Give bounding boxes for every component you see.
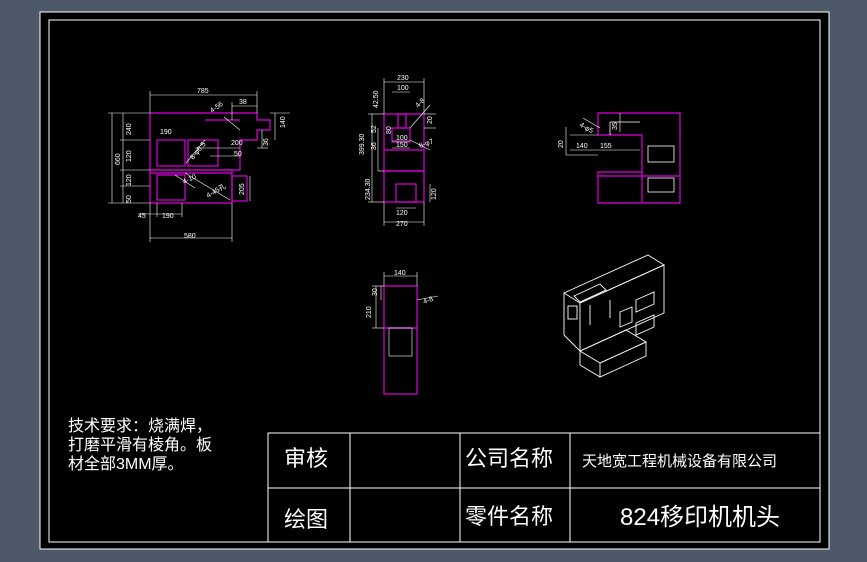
part-label: 零件名称: [465, 504, 553, 529]
dim-35: 35: [612, 122, 619, 130]
drawing-label: 绘图: [284, 507, 328, 532]
dim-80: 80: [386, 126, 393, 134]
front-view: 785 38 4-56 240 140 190 200 36 50 8-φ6.5…: [108, 88, 290, 242]
dim-155: 155: [600, 143, 612, 150]
dim-210: 210: [366, 306, 373, 318]
dim-785: 785: [197, 88, 209, 95]
dim-234: 234.30: [365, 178, 372, 200]
dim-140: 140: [394, 270, 406, 277]
dim-50: 50: [234, 151, 242, 158]
dim-36: 36: [371, 142, 378, 150]
side-view: 230 100 42.50 4-8 20 399.30 52 80 36 100…: [359, 75, 438, 228]
dim-52: 52: [371, 125, 378, 133]
part-value: 824移印机机头: [620, 504, 780, 531]
dim-100-b: 100: [396, 135, 408, 142]
dim-50-b: 50: [126, 195, 133, 203]
review-label: 审核: [284, 446, 328, 471]
company-value: 天地宽工程机械设备有限公司: [582, 453, 777, 470]
dim-580: 580: [184, 233, 196, 240]
technical-notes: 技术要求：烧满焊， 打磨平滑有棱角。板 材全部3MM厚。: [68, 417, 212, 473]
dim-270: 270: [396, 221, 408, 228]
dim-140: 140: [280, 116, 287, 128]
dim-150: 150: [396, 142, 408, 149]
bottom-view: 140 30 210 4-8: [366, 270, 439, 395]
dim-120: 120: [396, 210, 408, 217]
dim-45: 45: [138, 213, 146, 220]
right-view: 4-φ5 35 20 140 155: [558, 112, 681, 204]
dim-190-bottom: 190: [162, 213, 174, 220]
outer-frame: [39, 11, 830, 550]
dim-660: 660: [115, 153, 122, 165]
dim-100: 100: [397, 85, 409, 92]
note-line-2: 打磨平滑有棱角。板: [68, 436, 212, 454]
dim-140: 140: [576, 143, 588, 150]
dim-6x7: 6-φ7: [418, 138, 434, 150]
note-line-1: 技术要求：烧满焊，: [68, 417, 212, 435]
dim-205: 205: [239, 183, 246, 195]
dim-240: 240: [126, 123, 133, 135]
dim-190-top: 190: [160, 129, 172, 136]
isometric-view: [563, 254, 665, 378]
drawing-sheet: [40, 12, 829, 549]
company-label: 公司名称: [465, 446, 553, 471]
dim-230: 230: [397, 75, 409, 82]
title-block: 审核 绘图 公司名称 天地宽工程机械设备有限公司 零件名称 824移印机机头: [267, 432, 821, 543]
dim-42-5: 42.50: [373, 90, 380, 108]
dim-30: 30: [372, 288, 379, 296]
note-line-3: 材全部3MM厚。: [68, 455, 184, 473]
dim-120-v: 120: [431, 188, 438, 200]
dim-20: 20: [558, 140, 565, 148]
dim-4x8: 4-8: [422, 296, 434, 306]
dim-399: 399.30: [359, 133, 366, 155]
dim-20: 20: [427, 116, 434, 124]
dim-120-a: 120: [126, 150, 133, 162]
dim-38: 38: [239, 99, 247, 106]
dim-36: 36: [263, 138, 270, 146]
dim-120-b: 120: [126, 174, 133, 186]
dim-200: 200: [231, 140, 243, 147]
